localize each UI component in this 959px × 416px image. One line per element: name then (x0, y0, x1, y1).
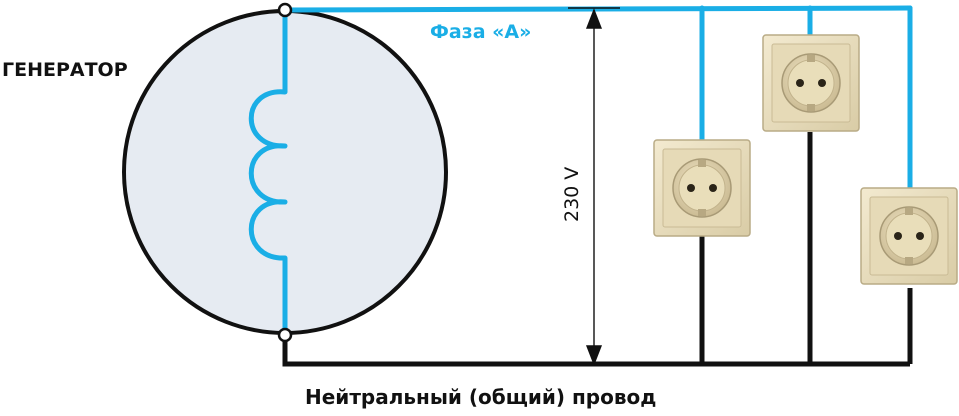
neutral-label: Нейтральный (общий) провод (305, 385, 656, 409)
socket-2 (762, 34, 860, 132)
voltage-measure (568, 7, 620, 366)
neutral-wire (282, 132, 913, 367)
voltage-label: 230 V (561, 167, 583, 222)
arrow-down-icon (585, 345, 603, 366)
phase-wire (248, 5, 913, 336)
phase-bus (282, 5, 913, 13)
socket-3 (860, 187, 958, 285)
terminal-bottom (277, 327, 293, 343)
generator-label: ГЕНЕРАТОР (2, 59, 128, 81)
phase-label: Фаза «А» (430, 21, 531, 43)
generator-coil (248, 7, 288, 336)
arrow-up-icon (585, 8, 603, 29)
terminal-top (277, 2, 293, 18)
socket-1 (653, 139, 751, 237)
